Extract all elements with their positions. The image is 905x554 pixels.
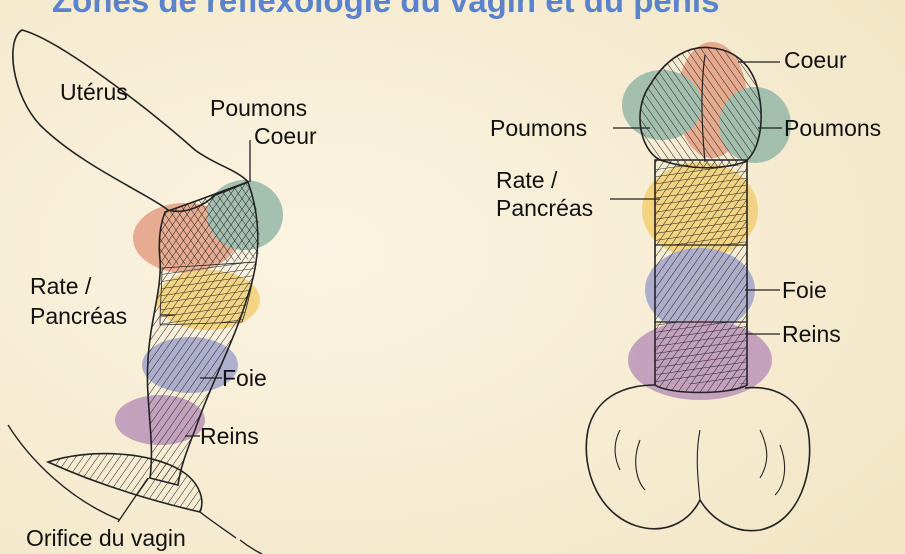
label-heart: Coeur [784,48,847,72]
label-heart: Coeur [254,124,317,148]
shaft-band-spleen [656,165,746,245]
label-kidneys: Reins [200,424,259,448]
label-opening: Orifice du vagin [26,526,186,550]
label-spleen-line2: Pancréas [30,304,127,328]
label-kidneys: Reins [782,322,841,346]
label-spleen-line2: Pancréas [496,196,593,220]
label-uterus: Utérus [60,80,128,104]
label-spleen-line1: Rate / [496,168,557,192]
label-lungs: Poumons [210,96,307,120]
label-lungs-left: Poumons [490,116,587,140]
label-liver: Foie [222,366,267,390]
label-liver: Foie [782,278,827,302]
label-lungs-right: Poumons [784,116,881,140]
page-title: Zones de réflexologie du vagin et du pén… [52,0,719,20]
shaft-band-kidney [656,322,746,384]
label-spleen-line1: Rate / [30,274,91,298]
